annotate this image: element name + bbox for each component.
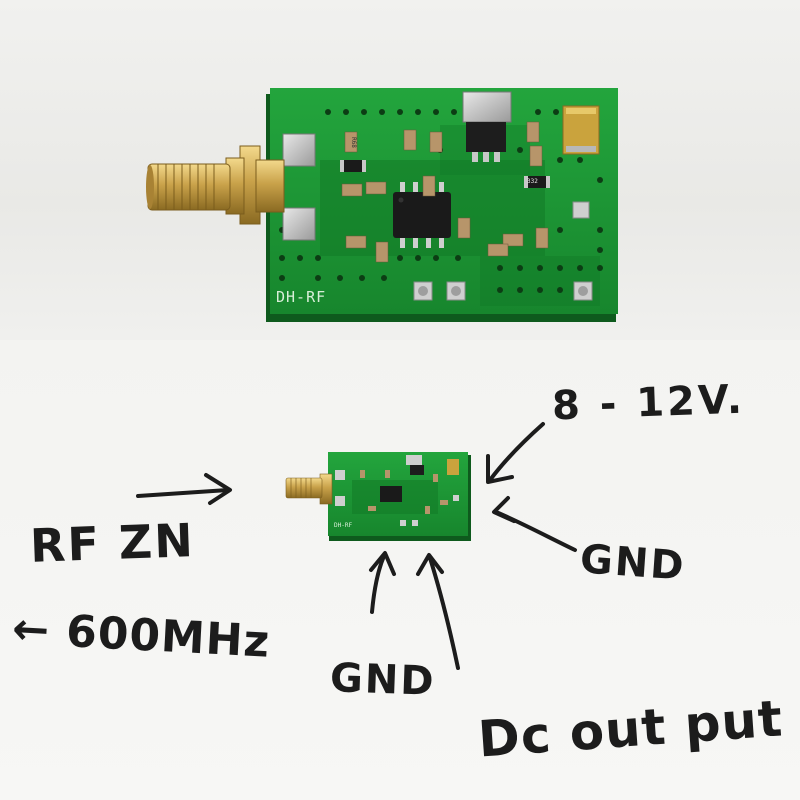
solder-pads <box>282 91 593 301</box>
board-silkscreen-small: DH-RF <box>334 522 353 529</box>
supply-voltage-label: 8 - 12V. <box>551 376 746 430</box>
resistor-marking: 332 <box>527 178 538 185</box>
arrow-supply <box>486 422 545 484</box>
paper-background <box>0 340 800 800</box>
board-silkscreen-large: DH-RF <box>276 288 327 306</box>
frequency-label: ← 600MHz <box>10 603 272 668</box>
arrow-rf-in <box>136 473 232 505</box>
arrow-gnd-bottom <box>369 551 396 614</box>
pcb-board-small <box>328 452 471 541</box>
regulator-chip <box>466 122 506 162</box>
gnd-bottom-label: GND <box>329 655 437 705</box>
gnd-right-label: GND <box>578 536 687 590</box>
sma-connector-small <box>285 473 333 505</box>
rf-input-label: RF ZN <box>29 513 196 573</box>
smd-components <box>340 121 550 263</box>
tantalum-capacitor <box>562 105 600 155</box>
arrow-gnd-right <box>492 496 577 552</box>
sma-connector-large <box>146 145 285 225</box>
arrow-dc-out <box>416 553 460 670</box>
